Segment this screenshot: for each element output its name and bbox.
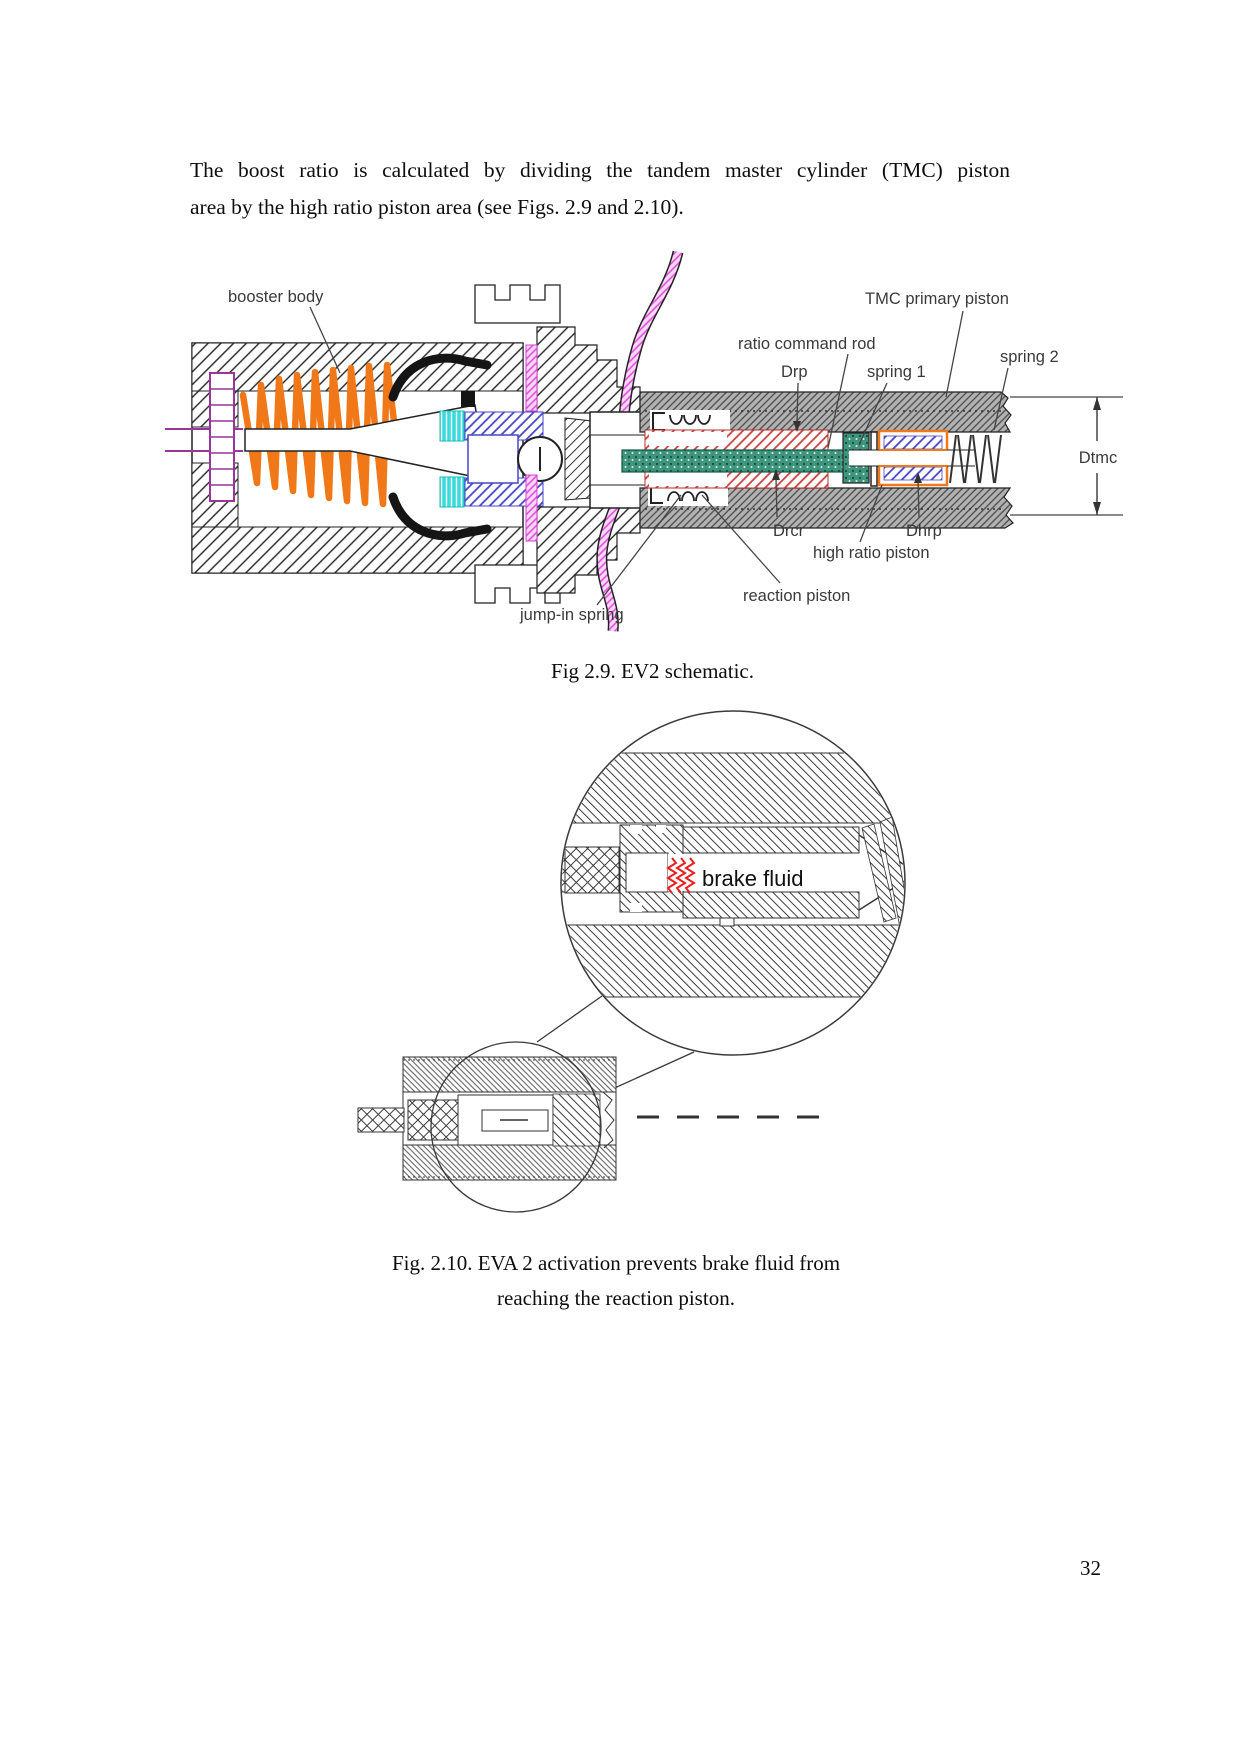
- spring-2-part: [949, 434, 1002, 484]
- tmc-cylinder: [589, 391, 1014, 529]
- ratio-command-rod-part: [621, 449, 849, 473]
- high-ratio-piston-part: [849, 429, 975, 487]
- source-schematic: [357, 1056, 617, 1181]
- label-dtmc: Dtmc: [1079, 449, 1118, 467]
- figure-2-9: Dtmc booster body TMC primary piston rat…: [165, 245, 1140, 650]
- zoom-circle-detail: brake fluid: [560, 710, 906, 1056]
- jump-in-springs: [648, 410, 730, 506]
- leader-lines: [309, 306, 1009, 606]
- label-drp: Drp: [781, 363, 808, 381]
- fig-2-9-labels: booster body TMC primary piston ratio co…: [228, 288, 1059, 624]
- label-jump-in-spring: jump-in spring: [519, 606, 624, 624]
- cyan-seals: [439, 410, 465, 508]
- label-ratio-command-rod: ratio command rod: [738, 335, 876, 353]
- label-dhrp: Dhrp: [906, 522, 942, 540]
- dtmc-dimension: Dtmc: [1010, 396, 1123, 516]
- figure-2-10: brake fluid: [350, 700, 910, 1235]
- brake-fluid-spring: [666, 857, 696, 894]
- fig-2-10-caption: Fig. 2.10. EVA 2 activation prevents bra…: [300, 1246, 932, 1316]
- label-high-ratio-piston: high ratio piston: [813, 544, 930, 562]
- label-drcr: Drcr: [773, 522, 805, 540]
- label-tmc-primary-piston: TMC primary piston: [865, 290, 1009, 308]
- fig-2-9-ev2-schematic: Dtmc booster body TMC primary piston rat…: [165, 250, 1123, 632]
- fig-2-10-detail: brake fluid: [357, 710, 906, 1213]
- body-paragraph: The boost ratio is calculated by dividin…: [190, 152, 1010, 226]
- label-brake-fluid: brake fluid: [702, 866, 804, 891]
- label-reaction-piston: reaction piston: [743, 587, 850, 605]
- page-number: 32: [1080, 1556, 1101, 1580]
- body-paragraph-line2: area by the high ratio piston area (see …: [190, 195, 684, 219]
- source-zoom-circle: [430, 1041, 602, 1213]
- booster-body-section: [191, 284, 641, 604]
- input-rod: [165, 372, 243, 502]
- label-spring-1: spring 1: [867, 363, 926, 381]
- fig-2-9-caption: Fig 2.9. EV2 schematic.: [551, 659, 754, 683]
- body-paragraph-line1: The boost ratio is calculated by dividin…: [190, 158, 1010, 182]
- fig-2-10-caption-line2: reaching the reaction piston.: [497, 1286, 735, 1310]
- label-spring-2: spring 2: [1000, 348, 1059, 366]
- fig-2-10-caption-line1: Fig. 2.10. EVA 2 activation prevents bra…: [391, 1251, 841, 1275]
- label-booster-body: booster body: [228, 288, 324, 306]
